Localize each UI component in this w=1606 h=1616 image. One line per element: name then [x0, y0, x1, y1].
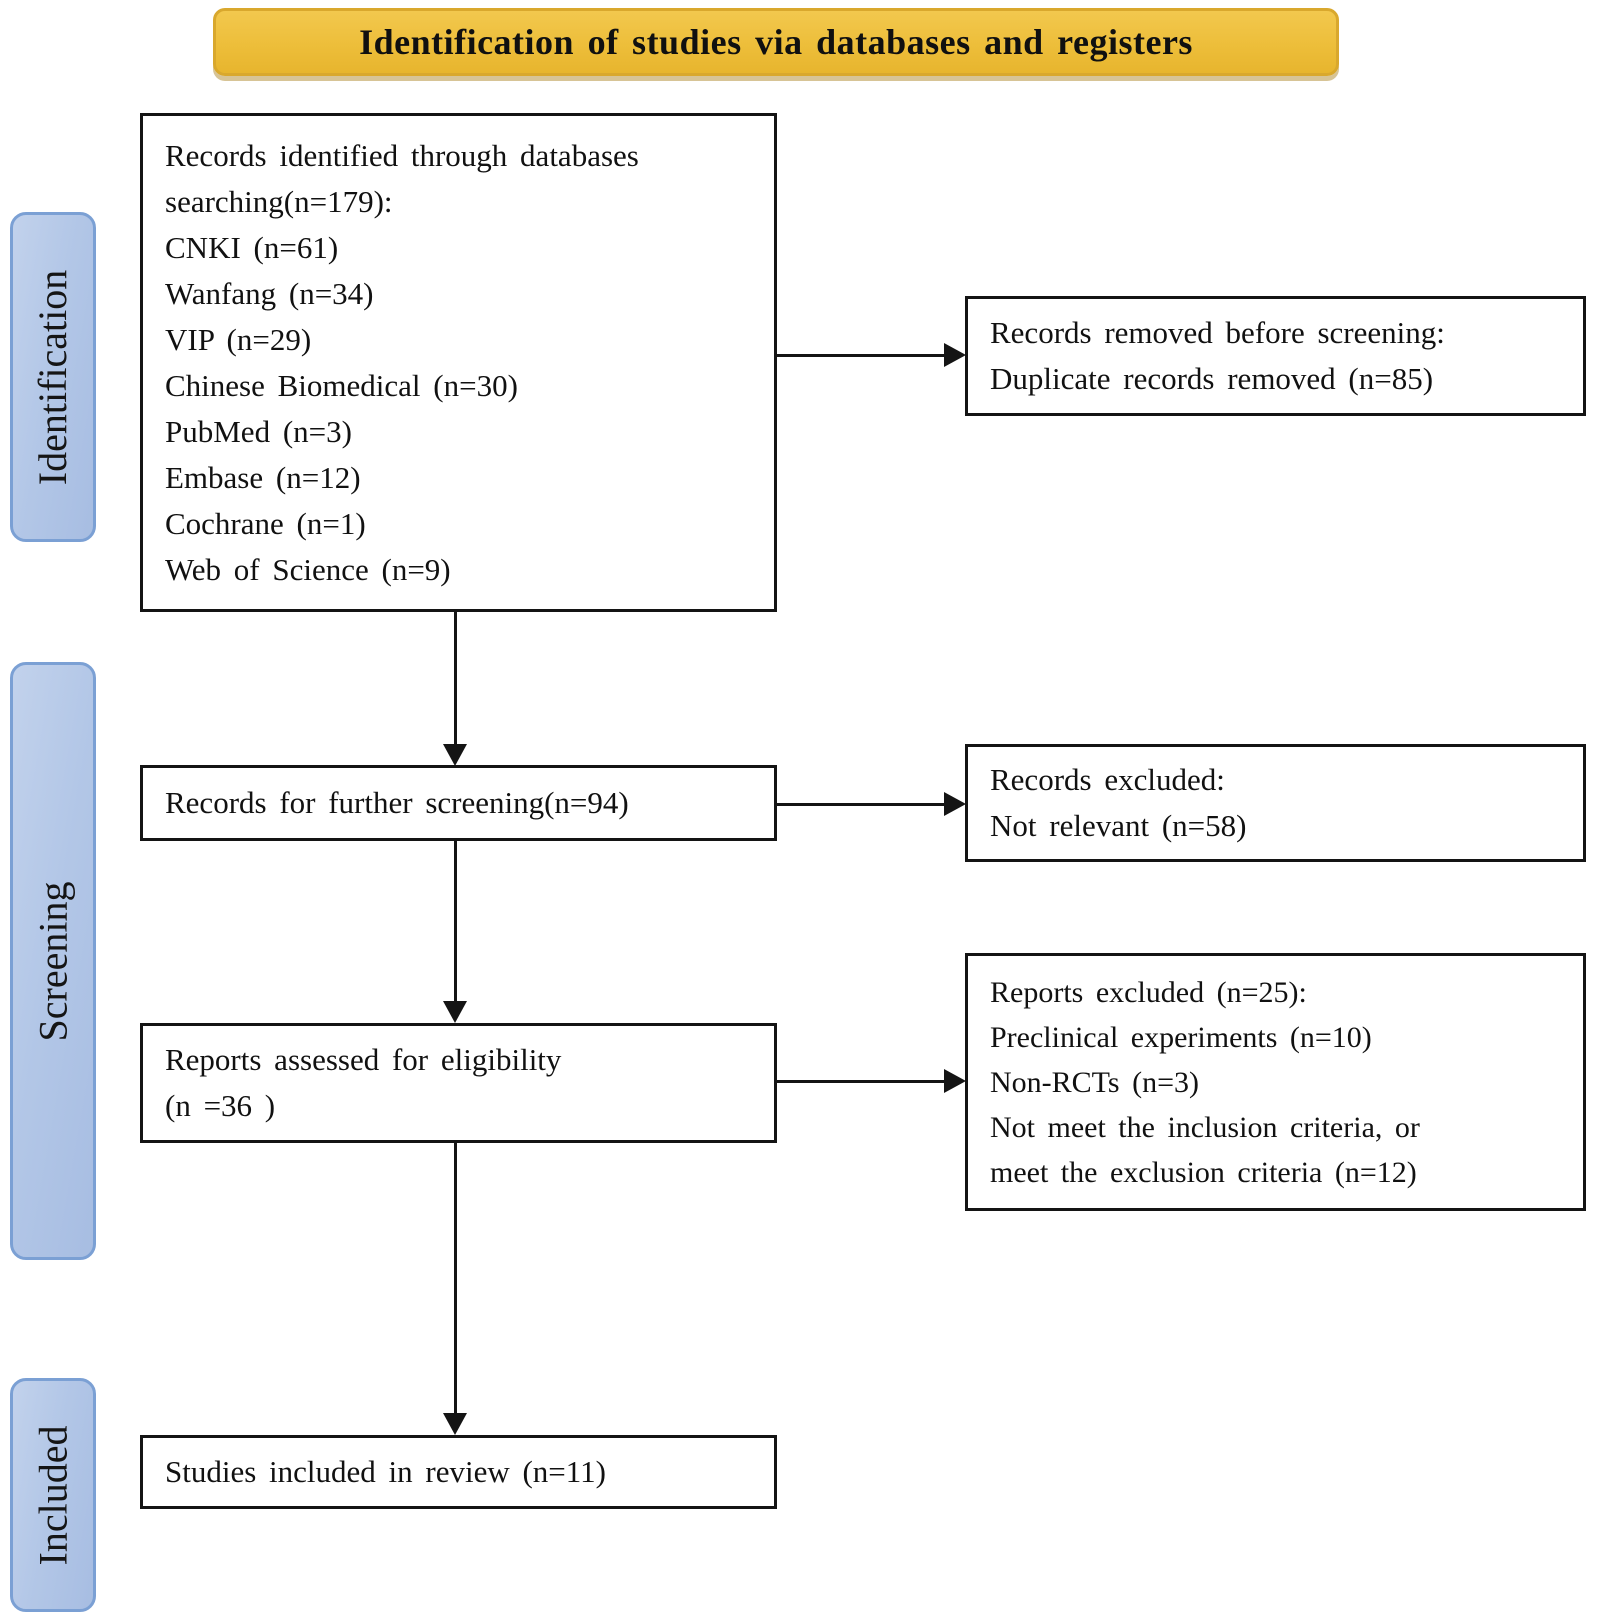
arrowhead-right-icon: [944, 792, 966, 816]
box-line: Reports excluded (n=25):: [990, 975, 1307, 1009]
box-line: Records excluded:: [990, 762, 1225, 797]
arrowhead-down-icon: [443, 1001, 467, 1023]
box-line: searching(n=179):: [165, 183, 393, 219]
arrowhead-down-icon: [443, 1413, 467, 1435]
box-records-excluded: Records excluded: Not relevant (n=58): [965, 744, 1586, 862]
arrowhead-right-icon: [944, 1069, 966, 1093]
box-line: Wanfang (n=34): [165, 275, 374, 311]
arrowhead-right-icon: [944, 343, 966, 367]
stage-band-screening: Screening: [10, 662, 96, 1260]
stage-label-identification: Identification: [30, 269, 76, 485]
box-line: CNKI (n=61): [165, 229, 339, 265]
box-line: Records removed before screening:: [990, 315, 1445, 350]
arrow-line-assessed-to-included: [454, 1143, 457, 1417]
box-line: Embase (n=12): [165, 459, 361, 495]
stage-label-screening: Screening: [30, 881, 76, 1041]
box-line: Cochrane (n=1): [165, 505, 366, 541]
box-line: (n =36 ): [165, 1088, 276, 1123]
box-further-screening: Records for further screening(n=94): [140, 765, 777, 841]
box-line: Preclinical experiments (n=10): [990, 1020, 1372, 1054]
arrowhead-down-icon: [443, 744, 467, 766]
box-records-identified: Records identified through databases sea…: [140, 113, 777, 612]
box-line: Web of Science (n=9): [165, 551, 451, 587]
box-line: Records for further screening(n=94): [165, 785, 629, 820]
box-line: PubMed (n=3): [165, 413, 352, 449]
arrow-line-screening-to-excluded: [777, 803, 949, 806]
box-line: Studies included in review (n=11): [165, 1454, 606, 1489]
diagram-title: Identification of studies via databases …: [359, 22, 1193, 62]
arrow-line-assessed-to-reports-excluded: [777, 1080, 949, 1083]
box-records-removed: Records removed before screening: Duplic…: [965, 296, 1586, 416]
box-line: Not meet the inclusion criteria, or: [990, 1110, 1420, 1144]
arrow-line-identified-to-screening: [454, 612, 457, 750]
box-line: Not relevant (n=58): [990, 808, 1247, 843]
box-line: Duplicate records removed (n=85): [990, 361, 1434, 396]
box-reports-assessed: Reports assessed for eligibility (n =36 …: [140, 1023, 777, 1143]
arrow-line-identified-to-removed: [777, 354, 949, 357]
box-line: VIP (n=29): [165, 321, 312, 357]
box-studies-included: Studies included in review (n=11): [140, 1435, 777, 1509]
box-line: Chinese Biomedical (n=30): [165, 367, 518, 403]
box-line: meet the exclusion criteria (n=12): [990, 1155, 1417, 1189]
arrow-line-screening-to-assessed: [454, 841, 457, 1007]
box-reports-excluded: Reports excluded (n=25): Preclinical exp…: [965, 953, 1586, 1211]
stage-band-included: Included: [10, 1378, 96, 1612]
title-banner: Identification of studies via databases …: [213, 8, 1339, 76]
box-line: Reports assessed for eligibility: [165, 1042, 562, 1077]
stage-band-identification: Identification: [10, 212, 96, 542]
box-line: Non-RCTs (n=3): [990, 1065, 1199, 1099]
stage-label-included: Included: [30, 1425, 76, 1565]
box-line: Records identified through databases: [165, 137, 639, 173]
